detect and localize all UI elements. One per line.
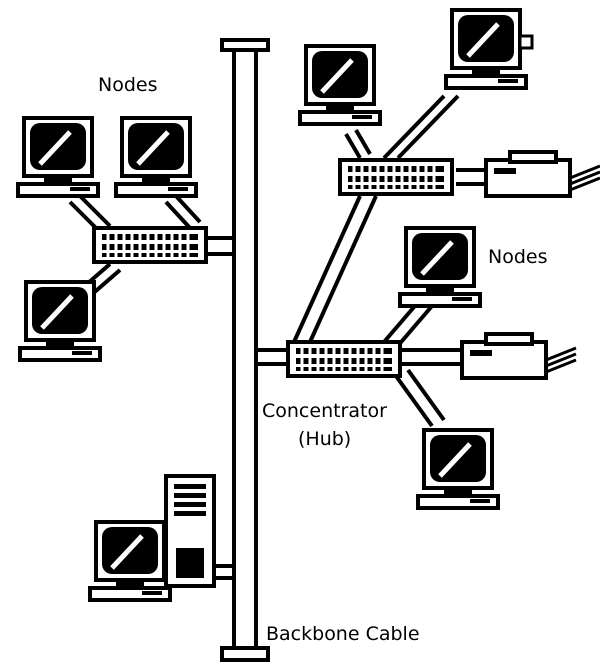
upper-right-hub-icon bbox=[340, 160, 452, 194]
computer-icon bbox=[300, 46, 380, 124]
nodes-label-right: Nodes bbox=[488, 246, 548, 268]
hub-label: (Hub) bbox=[298, 428, 351, 450]
right-branch-cable bbox=[254, 350, 288, 364]
server-computer-icon bbox=[90, 476, 214, 600]
concentrator-label: Concentrator bbox=[262, 400, 387, 422]
computer-icon bbox=[400, 228, 480, 306]
concentrator-hub-icon bbox=[288, 342, 400, 376]
printer-icon bbox=[462, 334, 576, 378]
computer-icon bbox=[418, 430, 498, 508]
computer-icon bbox=[446, 10, 526, 88]
backbone-cable-label: Backbone Cable bbox=[266, 623, 420, 645]
computer-port bbox=[520, 36, 532, 48]
left-branch-cable bbox=[206, 238, 236, 254]
nodes-label-left: Nodes bbox=[98, 74, 158, 96]
computer-icon bbox=[116, 118, 196, 196]
printer-icon bbox=[486, 152, 600, 196]
left-hub-icon bbox=[94, 228, 206, 262]
hub-interlink-cable bbox=[294, 196, 376, 342]
computer-icon bbox=[20, 282, 100, 360]
computer-icon bbox=[18, 118, 98, 196]
